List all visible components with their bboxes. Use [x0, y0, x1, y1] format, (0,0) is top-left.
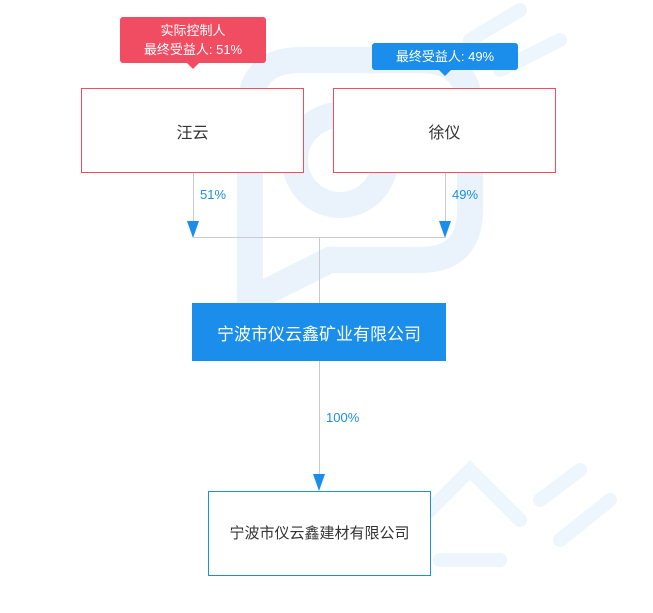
holder-1-connector — [193, 173, 194, 221]
merge-to-company-line — [319, 237, 320, 303]
holder-2-badge: 最终受益人: 49% — [372, 43, 518, 76]
badge-pointer — [439, 70, 451, 76]
holder-1-percent: 51% — [200, 187, 227, 202]
company-name: 宁波市仪云鑫矿业有限公司 — [217, 324, 421, 344]
holder-1-badge-benefit: 最终受益人: 51% — [143, 42, 243, 57]
holder-1-badge: 实际控制人 最终受益人: 51% — [120, 17, 266, 69]
subsidiary-arrow — [313, 474, 325, 491]
holder-2-connector — [445, 173, 446, 221]
badge-pointer — [187, 63, 199, 69]
holder-box-1[interactable]: 汪云 — [81, 88, 304, 173]
holder-2-badge-benefit: 最终受益人: 49% — [395, 49, 495, 64]
company-percent: 100% — [326, 410, 360, 425]
company-connector — [319, 361, 320, 474]
holder-2-percent: 49% — [452, 187, 479, 202]
subsidiary-box[interactable]: 宁波市仪云鑫建材有限公司 — [208, 491, 431, 576]
company-box[interactable]: 宁波市仪云鑫矿业有限公司 — [192, 303, 446, 361]
holder-1-arrow — [187, 221, 199, 238]
holder-box-2[interactable]: 徐仪 — [333, 88, 556, 173]
holder-2-name: 徐仪 — [428, 124, 461, 142]
subsidiary-name: 宁波市仪云鑫建材有限公司 — [229, 524, 410, 542]
holder-1-name: 汪云 — [176, 124, 209, 142]
holder-2-arrow — [439, 221, 451, 238]
holder-1-badge-role: 实际控制人 — [160, 23, 226, 38]
